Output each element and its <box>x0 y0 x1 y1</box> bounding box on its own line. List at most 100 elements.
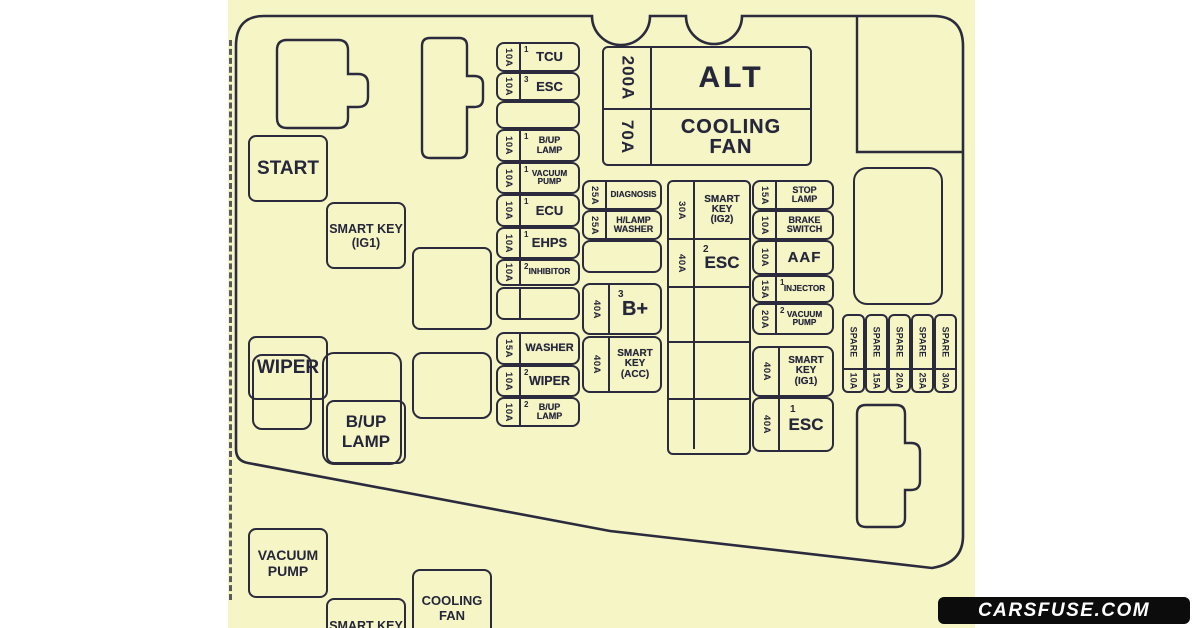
fuse-smart-key-acc: 40A SMART KEY (ACC) <box>582 336 662 393</box>
fuse-label <box>521 289 578 318</box>
fuse-label: SMART KEY (ACC) <box>617 348 653 380</box>
fuse-amp: 10A <box>498 131 521 160</box>
spare-fuse-10a: SPARE 10A <box>842 314 865 393</box>
relay-vacuum-pump: VACUUM PUMP <box>248 528 328 598</box>
fuse-amp: 20A <box>754 305 777 333</box>
fuse-amp: 10A <box>754 242 777 273</box>
spare-amp: 25A <box>913 368 932 391</box>
spare-label: SPARE <box>940 326 951 358</box>
blank-relay-box <box>853 167 943 305</box>
blank-fuse-slot <box>669 286 749 341</box>
fuse-amp: 10A <box>498 196 521 225</box>
cooling-fan-amp: 70A <box>604 110 652 164</box>
fuse-label <box>695 288 749 341</box>
spare-label: SPARE <box>917 326 928 358</box>
fuse-label: SMART KEY (IG1) <box>788 355 824 387</box>
fuse-smart-key-ig2: 30A SMART KEY (IG2) <box>669 182 749 238</box>
fuse-amp <box>498 289 521 318</box>
fuse-brake-switch: 10A BRAKE SWITCH <box>752 210 834 240</box>
fuse-amp <box>669 400 695 449</box>
blank-relay-box <box>252 354 312 430</box>
fuse-amp: 40A <box>584 285 610 333</box>
fuse-smart-key-ig1: 40A SMART KEY (IG1) <box>752 346 834 397</box>
fuse-amp: 15A <box>754 182 777 208</box>
relay-smart-key-ig1: SMART KEY (IG1) <box>326 202 406 269</box>
spare-amp: 10A <box>844 368 863 391</box>
spare-label: SPARE <box>894 326 905 358</box>
watermark-text: CARSFUSE.COM <box>977 599 1151 621</box>
fuse-washer: 15A WASHER <box>496 332 580 365</box>
blank-fuse-slot <box>496 287 580 320</box>
blank-fuse-slot <box>496 101 580 129</box>
fuse-label <box>695 343 749 398</box>
fuse-amp: 15A <box>498 334 521 363</box>
spare-fuse-30a: SPARE 30A <box>934 314 957 393</box>
alt-label: ALT <box>698 60 764 94</box>
blank-relay-box <box>412 247 492 330</box>
fuse-label: DIAGNOSIS <box>610 189 657 199</box>
fuse-amp: 10A <box>498 164 521 192</box>
cooling-fan-row: 70A COOLING FAN <box>604 108 810 164</box>
fuse-diagnosis: 25A DIAGNOSIS <box>582 180 662 210</box>
spare-fuse-15a: SPARE 15A <box>865 314 888 393</box>
fuse-amp: 10A <box>498 44 521 70</box>
fuse-hlamp-washer: 25A H/LAMP WASHER <box>582 210 662 240</box>
fuse-amp: 25A <box>584 212 607 238</box>
spare-amp: 20A <box>890 368 909 391</box>
fuse-amp: 10A <box>754 212 777 238</box>
spare-label: SPARE <box>871 326 882 358</box>
fuse-amp: 10A <box>498 74 521 99</box>
fuse-label: AAF <box>787 248 822 266</box>
relay-smart-key-ig2: SMART KEY (IG2) <box>326 598 406 628</box>
relay-start: START <box>248 135 328 202</box>
fuse-stop-lamp: 15A STOP LAMP <box>752 180 834 210</box>
blank-relay-box <box>322 352 402 465</box>
fuse-label: SMART KEY (IG2) <box>704 193 740 226</box>
fuse-amp: 10A <box>498 367 521 395</box>
fuse-amp: 30A <box>669 182 695 238</box>
alt-cooling-fan-block: 200A ALT 70A COOLING FAN <box>602 46 812 166</box>
fuse-amp: 25A <box>584 182 607 208</box>
page-edge-dashes <box>229 40 232 600</box>
watermark-badge: CARSFUSE.COM <box>938 597 1190 624</box>
fuse-aaf: 10A AAF <box>752 240 834 275</box>
alt-amp: 200A <box>604 48 652 108</box>
fuse-amp: 10A <box>498 229 521 257</box>
fuse-label <box>695 400 749 449</box>
spare-fuse-25a: SPARE 25A <box>911 314 934 393</box>
spare-amp: 15A <box>867 368 886 391</box>
spare-label: SPARE <box>848 326 859 358</box>
fuse-amp: 40A <box>754 399 780 450</box>
fuse-amp: 15A <box>754 277 777 301</box>
cooling-fan-label: COOLING FAN <box>680 115 782 158</box>
fuse-label: BRAKE SWITCH <box>786 214 823 234</box>
spare-amp: 30A <box>936 368 955 391</box>
fuse-amp: 40A <box>669 240 695 286</box>
